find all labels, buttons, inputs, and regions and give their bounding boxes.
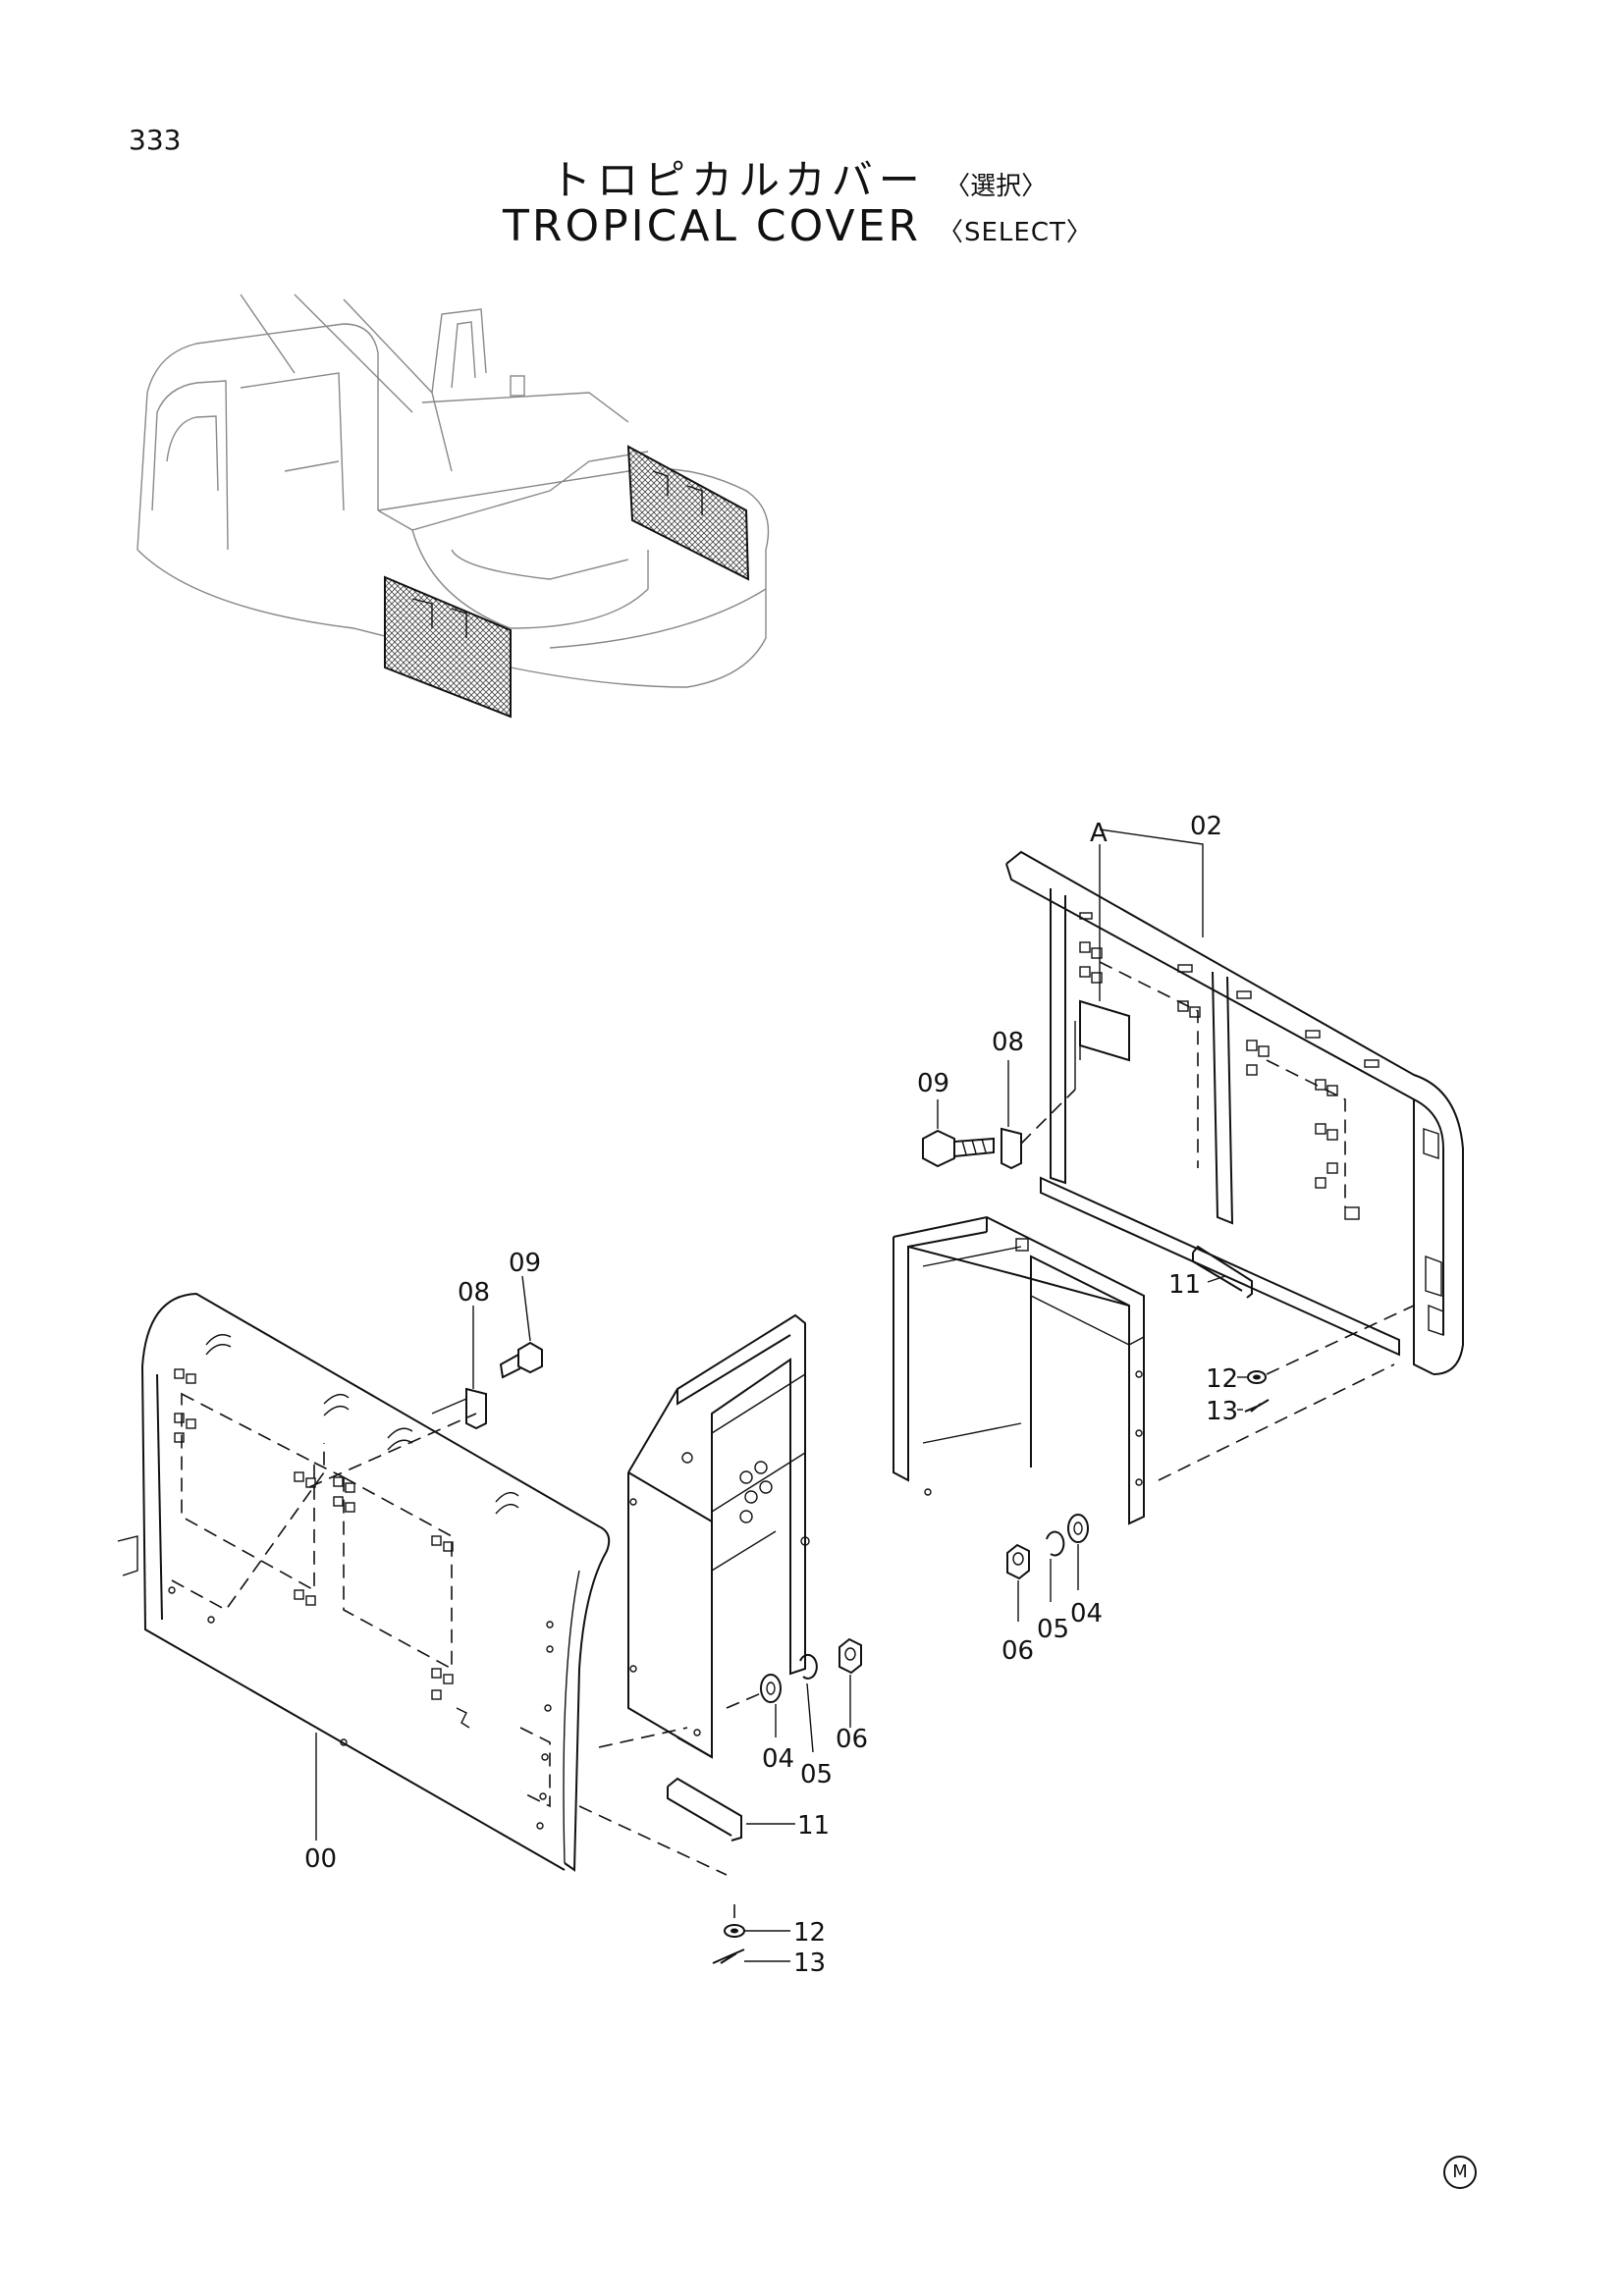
tropical-cover-mesh-right bbox=[626, 445, 750, 581]
handle-11-left bbox=[667, 1777, 742, 1842]
callout-A: A bbox=[1090, 819, 1108, 848]
callout-08-right: 08 bbox=[992, 1028, 1024, 1057]
washer-04-left bbox=[760, 1674, 782, 1703]
handle-11-right bbox=[1192, 1245, 1253, 1299]
tropical-cover-mesh-left bbox=[384, 575, 512, 719]
frame-right bbox=[893, 1215, 1145, 1525]
callout-00: 00 bbox=[304, 1844, 337, 1874]
callout-12-left: 12 bbox=[793, 1918, 826, 1948]
callout-05-left: 05 bbox=[800, 1760, 833, 1789]
footer-mark: M bbox=[1443, 2156, 1477, 2189]
title-japanese: トロピカルカバー 〈選択〉 bbox=[550, 147, 1047, 207]
callout-11-left: 11 bbox=[797, 1811, 830, 1841]
callout-08-left: 08 bbox=[458, 1278, 490, 1308]
excavator-overview-sketch bbox=[136, 294, 770, 719]
callout-05-right: 05 bbox=[1037, 1615, 1069, 1644]
hinge-bracket-08-right bbox=[1001, 1089, 1076, 1170]
callout-13-right: 13 bbox=[1206, 1397, 1238, 1426]
callout-12-right: 12 bbox=[1206, 1364, 1238, 1394]
callout-06-left: 06 bbox=[836, 1725, 868, 1754]
hinge-bracket-08-left bbox=[431, 1387, 487, 1430]
nut-06-left bbox=[839, 1637, 862, 1675]
nut-06-right bbox=[1006, 1543, 1030, 1580]
washer-12-right bbox=[1247, 1370, 1267, 1384]
title-jp-sub: 〈選択〉 bbox=[945, 172, 1048, 201]
leader-lines bbox=[315, 828, 1247, 1962]
callout-06-right: 06 bbox=[1001, 1636, 1034, 1666]
callout-02: 02 bbox=[1190, 812, 1222, 841]
title-english: TROPICAL COVER 〈SELECT〉 bbox=[503, 201, 1093, 251]
callout-09-right: 09 bbox=[917, 1069, 949, 1098]
page-number: 333 bbox=[129, 124, 182, 156]
callout-09-left: 09 bbox=[509, 1249, 541, 1278]
callout-labels: A 02 08 09 11 12 13 04 05 06 08 09 04 05… bbox=[304, 812, 1238, 1978]
callout-04-right: 04 bbox=[1070, 1599, 1103, 1629]
pin-13-right bbox=[1244, 1399, 1270, 1413]
frame-left bbox=[627, 1313, 810, 1759]
spring-washer-05-left bbox=[799, 1653, 818, 1680]
tropical-cover-panel-00 bbox=[117, 1292, 611, 1872]
callout-11-right: 11 bbox=[1168, 1270, 1201, 1300]
callout-13-left: 13 bbox=[793, 1949, 826, 1978]
spring-washer-05-right bbox=[1046, 1530, 1065, 1557]
title-jp-text: トロピカルカバー bbox=[550, 156, 926, 204]
callout-04-left: 04 bbox=[762, 1744, 794, 1774]
cover-assembly-02 bbox=[1005, 850, 1464, 1375]
bolt-09-left bbox=[499, 1341, 543, 1379]
bolt-09-right bbox=[922, 1129, 995, 1168]
title-en-sub: 〈SELECT〉 bbox=[937, 218, 1093, 247]
washer-12-left bbox=[724, 1924, 745, 1938]
washer-04-right bbox=[1067, 1514, 1089, 1543]
pin-13-left bbox=[712, 1949, 745, 1964]
title-en-text: TROPICAL COVER bbox=[503, 201, 921, 251]
